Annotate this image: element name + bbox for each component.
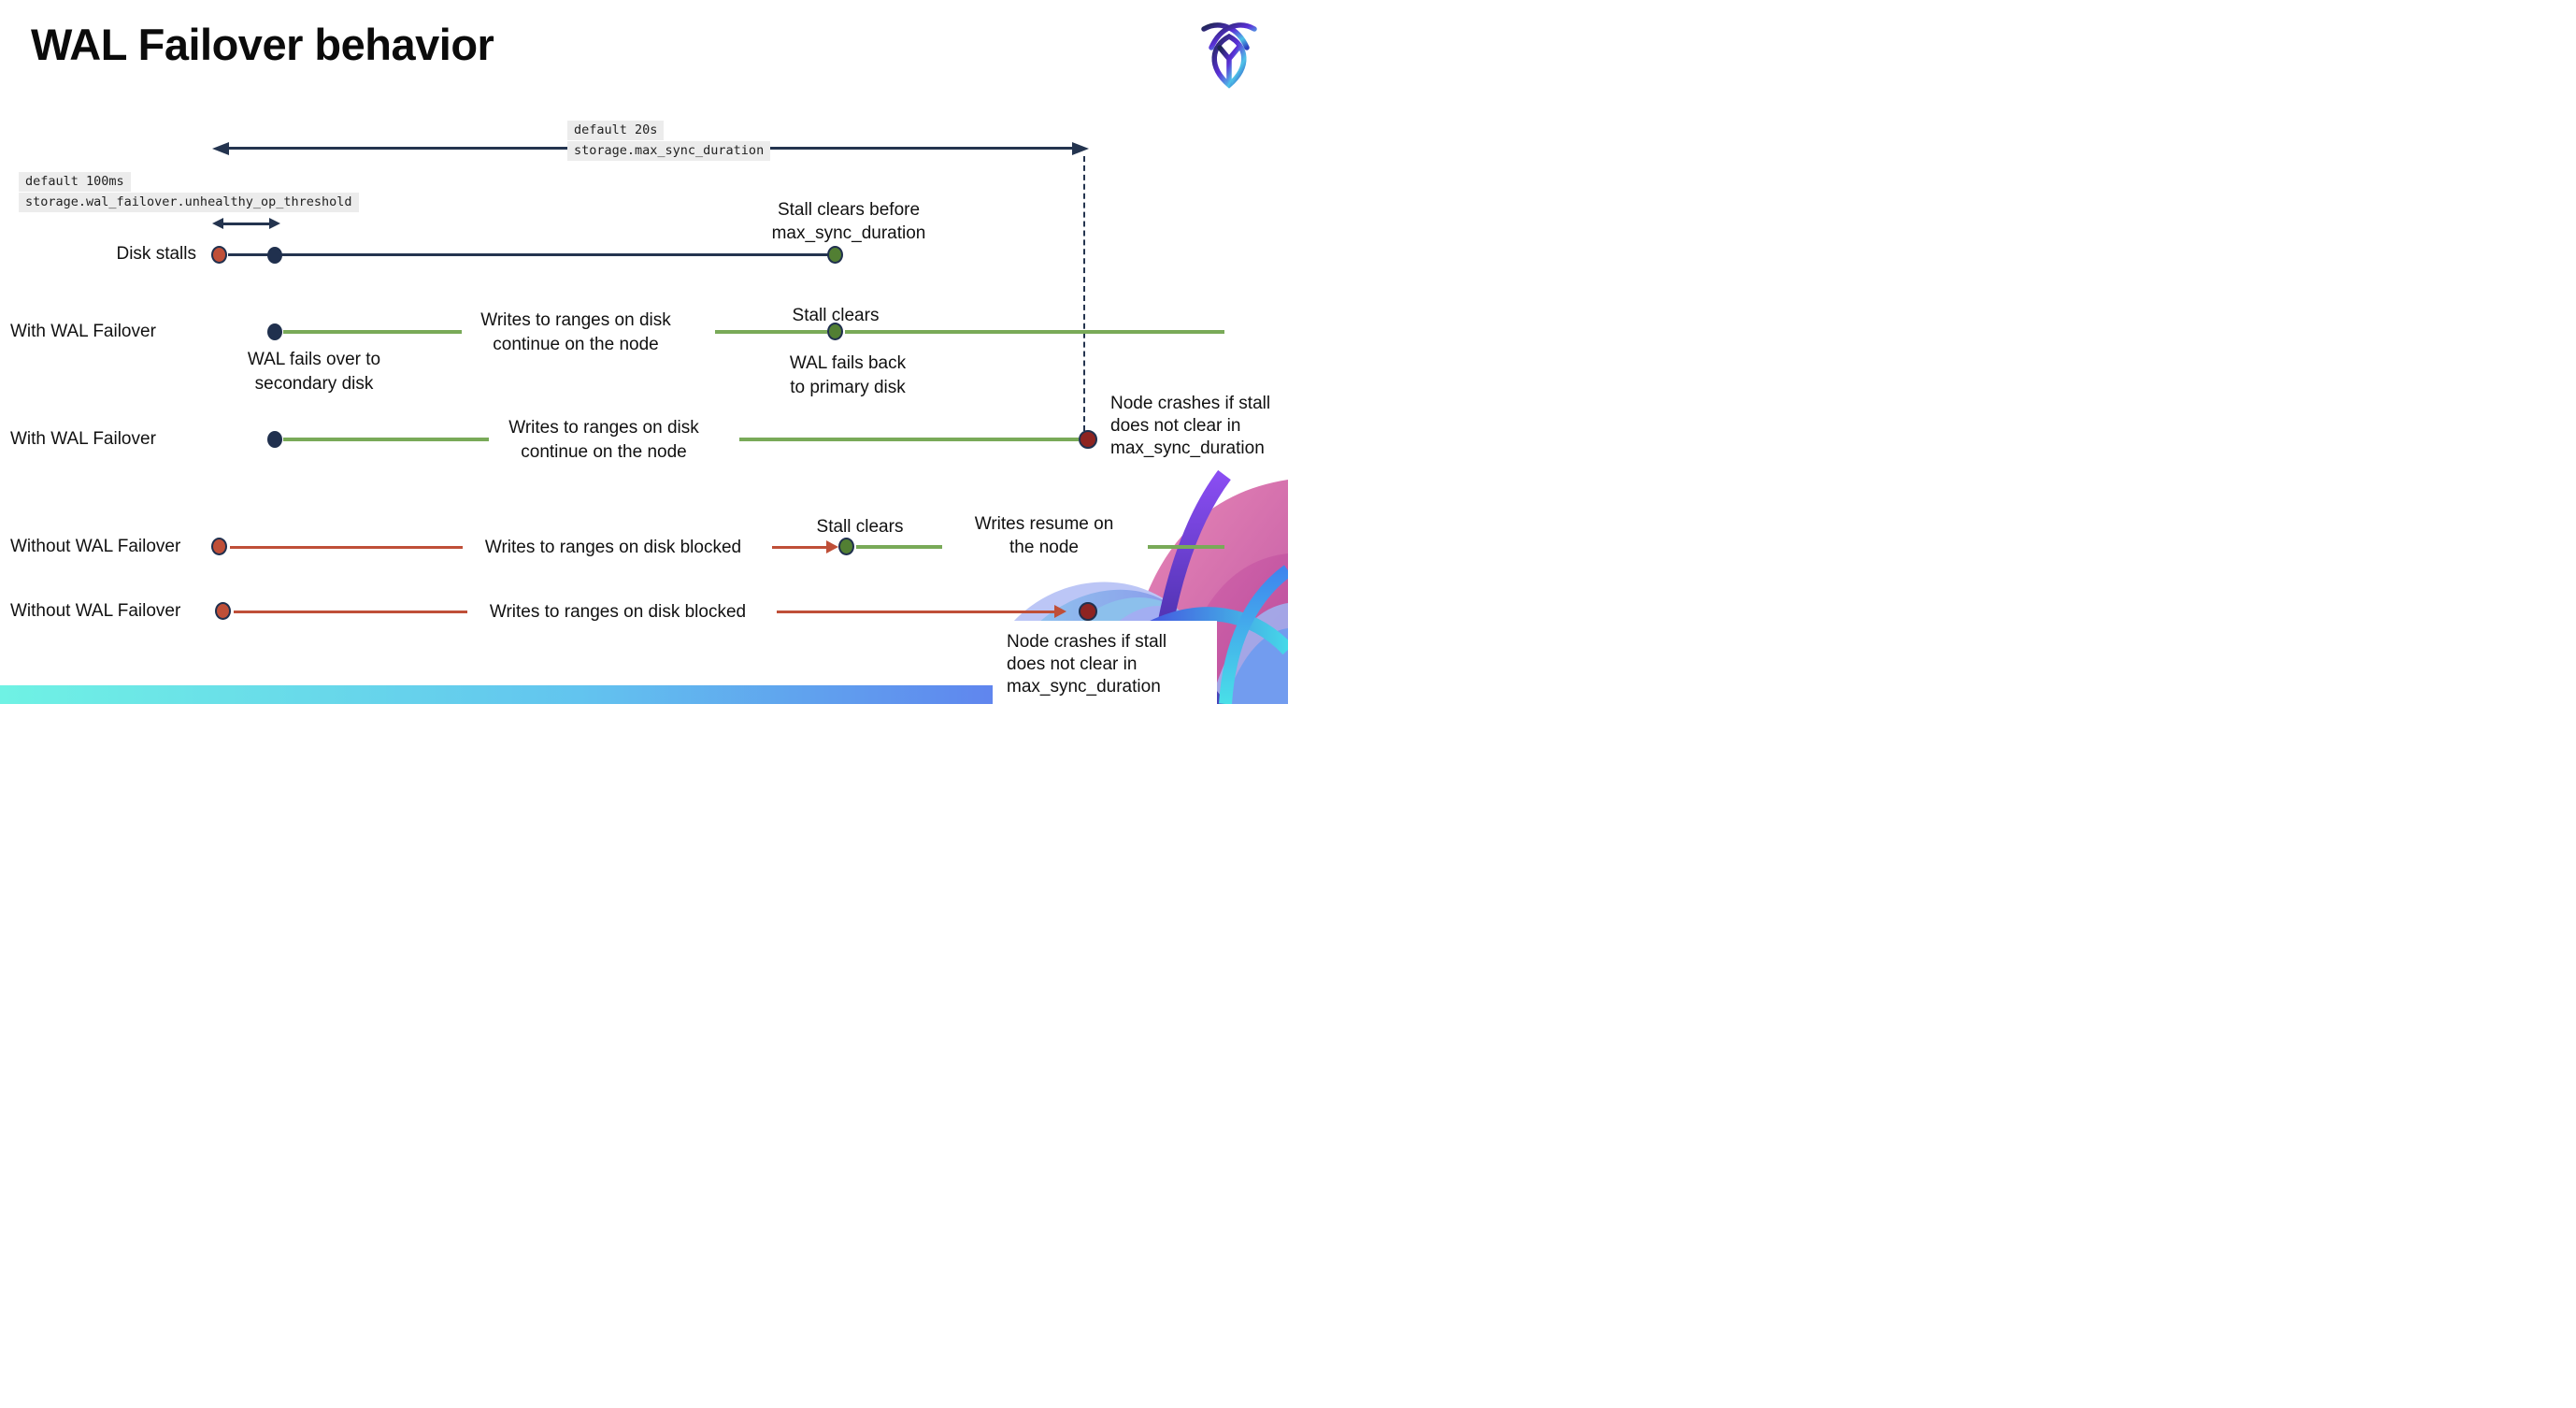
cockroachdb-logo-icon	[1201, 22, 1257, 89]
green-line-segment	[715, 330, 827, 334]
green-line-far-segment	[1148, 545, 1224, 549]
config-setting-name: storage.max_sync_duration	[567, 141, 771, 161]
stall-clears-dot	[838, 538, 854, 555]
note-writes-resume: Writes resume on the node	[951, 512, 1138, 559]
green-line-writes-continue	[283, 438, 489, 441]
red-line-segment	[777, 611, 1054, 613]
threshold-arrow-right-head	[269, 218, 280, 229]
stall-clears-dot	[827, 323, 843, 340]
green-line-after-failback	[845, 330, 1224, 334]
red-line-writes-blocked	[230, 546, 463, 549]
failover-threshold-dot	[267, 247, 282, 264]
note-node-crashes: Node crashes if stall does not clear in …	[1110, 393, 1283, 460]
green-line-segment	[739, 438, 1079, 441]
red-line-segment	[772, 546, 828, 549]
config-setting-name: storage.wal_failover.unhealthy_op_thresh…	[19, 193, 359, 212]
note-line: Writes resume on	[974, 514, 1114, 534]
note-line: WAL fails back	[789, 353, 907, 373]
wal-failover-dot	[267, 431, 282, 448]
config-label-max-sync-duration: default 20s storage.max_sync_duration	[567, 121, 771, 162]
note-writes-blocked: Writes to ranges on disk blocked	[484, 538, 742, 557]
note-line: max_sync_duration	[1110, 438, 1265, 458]
green-line-writes-continue	[283, 330, 462, 334]
slide-wal-failover: WAL Failover behavior default 20s storag…	[0, 0, 1288, 704]
page-title: WAL Failover behavior	[31, 20, 494, 69]
note-line: to primary disk	[790, 378, 906, 397]
note-writes-continue: Writes to ranges on disk continue on the…	[468, 309, 683, 357]
node-crash-dot	[1079, 430, 1097, 449]
timeline-label-without-wal-failover: Without WAL Failover	[10, 537, 181, 556]
note-wal-fails-back: WAL fails back to primary disk	[754, 352, 941, 400]
wal-failover-dot	[267, 323, 282, 340]
note-line: does not clear in	[1007, 654, 1138, 674]
config-label-unhealthy-op-threshold: default 100ms storage.wal_failover.unhea…	[19, 172, 359, 213]
note-stall-clears: Stall clears	[792, 306, 880, 325]
timeline-label-with-wal-failover: With WAL Failover	[10, 429, 156, 449]
green-line-writes-resume	[856, 545, 942, 549]
crash-callout-box: Node crashes if stall does not clear in …	[993, 621, 1217, 704]
disk-stall-timeline-line	[228, 253, 828, 256]
max-sync-arrow-left-head	[212, 142, 229, 155]
node-crash-dot	[1079, 602, 1097, 621]
disk-stall-start-dot	[211, 538, 227, 555]
note-line: Node crashes if stall	[1007, 632, 1167, 652]
timeline-label-without-wal-failover: Without WAL Failover	[10, 601, 181, 621]
threshold-arrow-left-head	[212, 218, 223, 229]
red-arrow-head	[1054, 605, 1066, 618]
footer-gradient-bar	[0, 685, 1288, 704]
note-stall-clears-before: Stall clears before max_sync_duration	[755, 198, 942, 245]
note-writes-blocked: Writes to ranges on disk blocked	[489, 602, 747, 622]
red-arrow-head	[826, 540, 838, 553]
note-writes-continue: Writes to ranges on disk continue on the…	[496, 416, 711, 465]
note-line: continue on the node	[493, 335, 659, 354]
config-default-value: default 100ms	[19, 172, 131, 192]
max-sync-deadline-dashed-line	[1083, 156, 1085, 431]
note-wal-fails-over: WAL fails over to secondary disk	[221, 348, 408, 396]
config-default-value: default 20s	[567, 121, 665, 140]
timeline-label-with-wal-failover: With WAL Failover	[10, 322, 156, 341]
disk-stall-start-dot	[211, 246, 227, 264]
note-node-crashes: Node crashes if stall does not clear in …	[1007, 631, 1203, 698]
stall-clears-dot	[827, 246, 843, 264]
note-line: secondary disk	[254, 374, 374, 394]
note-line: Stall clears before	[777, 200, 921, 220]
note-stall-clears: Stall clears	[816, 517, 904, 537]
note-line: does not clear in	[1110, 416, 1241, 436]
note-line: continue on the node	[521, 442, 687, 462]
note-line: Writes to ranges on disk	[480, 310, 671, 330]
note-line: the node	[1009, 538, 1079, 557]
max-sync-arrow-right-head	[1072, 142, 1089, 155]
note-line: Node crashes if stall	[1110, 394, 1271, 413]
timeline-label-disk-stalls: Disk stalls	[116, 244, 196, 264]
note-line: Writes to ranges on disk	[508, 418, 699, 438]
threshold-arrow-line	[222, 223, 270, 225]
note-line: max_sync_duration	[1007, 677, 1161, 697]
red-line-writes-blocked	[234, 611, 467, 613]
note-line: max_sync_duration	[771, 223, 926, 243]
disk-stall-start-dot	[215, 602, 231, 620]
note-line: WAL fails over to	[247, 350, 381, 369]
